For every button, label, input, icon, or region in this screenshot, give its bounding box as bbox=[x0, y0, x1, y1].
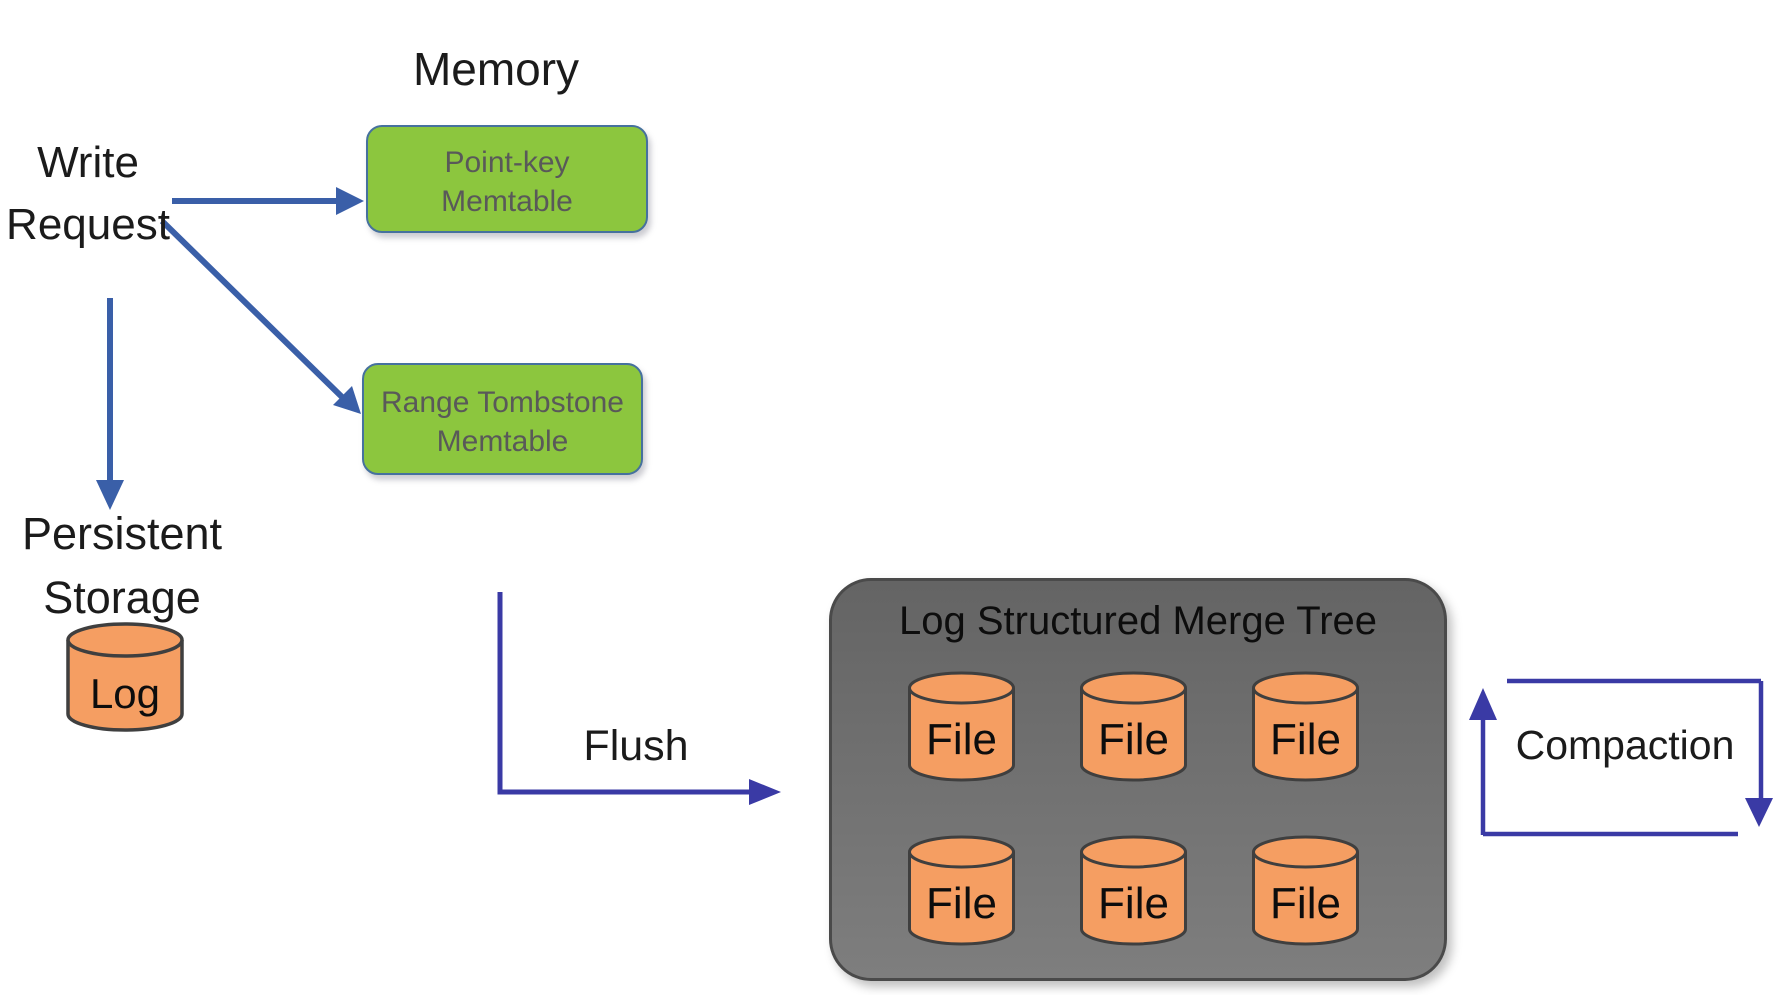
log-cylinder-icon: Log bbox=[66, 622, 184, 732]
file-cylinder-icon: File bbox=[1252, 835, 1359, 946]
write-request-line1: Write bbox=[37, 138, 139, 187]
file-cylinder-icon: File bbox=[908, 671, 1015, 782]
persistent-storage-label: Persistent Storage bbox=[22, 502, 222, 630]
file-cylinder-icon: File bbox=[1080, 671, 1187, 782]
arrowhead-up-icon bbox=[1469, 688, 1497, 720]
persistent-storage-line2: Storage bbox=[43, 572, 201, 623]
file-label: File bbox=[1270, 879, 1341, 928]
file-label: File bbox=[926, 715, 997, 764]
file-cylinder-icon: File bbox=[1252, 671, 1359, 782]
range-tombstone-memtable-node: Range Tombstone Memtable bbox=[362, 363, 643, 475]
log-label: Log bbox=[90, 670, 160, 717]
range-tombstone-memtable-line1: Range Tombstone bbox=[381, 386, 624, 419]
file-label: File bbox=[1270, 715, 1341, 764]
write-to-pointkey-arrow bbox=[172, 187, 364, 215]
arrowhead-down-icon bbox=[1745, 798, 1773, 827]
write-to-log-arrow bbox=[96, 298, 124, 510]
persistent-storage-line1: Persistent bbox=[21, 508, 223, 559]
point-key-memtable-line1: Point-key bbox=[444, 146, 570, 179]
compaction-edge-label: Compaction bbox=[1515, 722, 1735, 768]
point-key-memtable-line2: Memtable bbox=[441, 185, 573, 218]
flush-arrow bbox=[497, 592, 781, 805]
file-cylinder-icon: File bbox=[908, 835, 1015, 946]
file-label: File bbox=[1098, 879, 1169, 928]
write-request-label: Write Request bbox=[6, 132, 170, 256]
arrowhead-right-icon bbox=[749, 779, 781, 805]
file-label: File bbox=[926, 879, 997, 928]
arrowhead-down-icon bbox=[96, 480, 124, 510]
range-tombstone-memtable-line2: Memtable bbox=[436, 425, 569, 458]
flush-edge-label: Flush bbox=[583, 722, 689, 770]
compaction-loop bbox=[1469, 678, 1773, 837]
write-to-rangetombstone-arrow bbox=[159, 218, 361, 414]
file-label: File bbox=[1098, 715, 1169, 764]
arrowhead-diagonal-icon bbox=[333, 386, 361, 414]
write-request-line2: Request bbox=[6, 200, 170, 249]
file-cylinder-icon: File bbox=[1080, 835, 1187, 946]
lsm-tree-container: Log Structured Merge Tree File File File… bbox=[829, 578, 1447, 981]
memory-section-label: Memory bbox=[412, 43, 580, 95]
lsm-tree-title: Log Structured Merge Tree bbox=[898, 599, 1378, 643]
point-key-memtable-node: Point-key Memtable bbox=[366, 125, 648, 233]
arrowhead-right-icon bbox=[336, 187, 364, 215]
